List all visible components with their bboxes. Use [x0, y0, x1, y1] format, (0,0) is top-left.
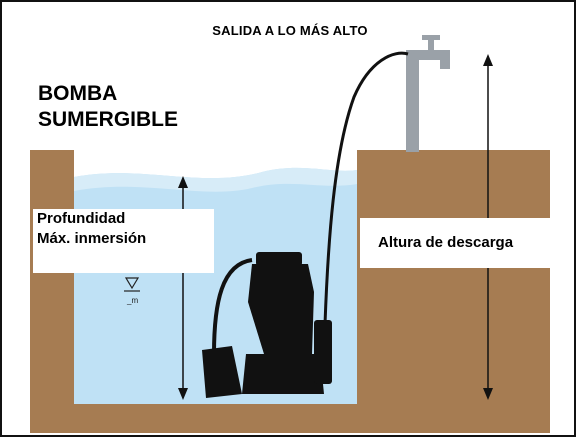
pump-title: BOMBA SUMERGIBLE	[38, 81, 178, 133]
water-level-unit: _m	[127, 296, 139, 305]
water-level-icon	[124, 277, 140, 292]
pump-body	[242, 252, 332, 394]
water-surface	[74, 167, 357, 192]
depth-label-line1: Profundidad	[37, 210, 126, 227]
float-switch	[202, 346, 242, 398]
depth-label-box: Profundidad Máx. inmersión	[33, 209, 214, 273]
discharge-hose	[323, 51, 409, 325]
pump-title-line2: SUMERGIBLE	[38, 108, 179, 131]
head-label: Altura de descarga	[378, 234, 514, 251]
pump-title-line1: BOMBA	[38, 82, 118, 105]
faucet-icon	[406, 35, 450, 152]
depth-label-line2: Máx. inmersión	[37, 230, 147, 247]
float-cable	[212, 258, 253, 355]
head-label-box: Altura de descarga	[360, 218, 561, 268]
discharge-title: SALIDA A LO MÁS ALTO	[212, 23, 368, 38]
